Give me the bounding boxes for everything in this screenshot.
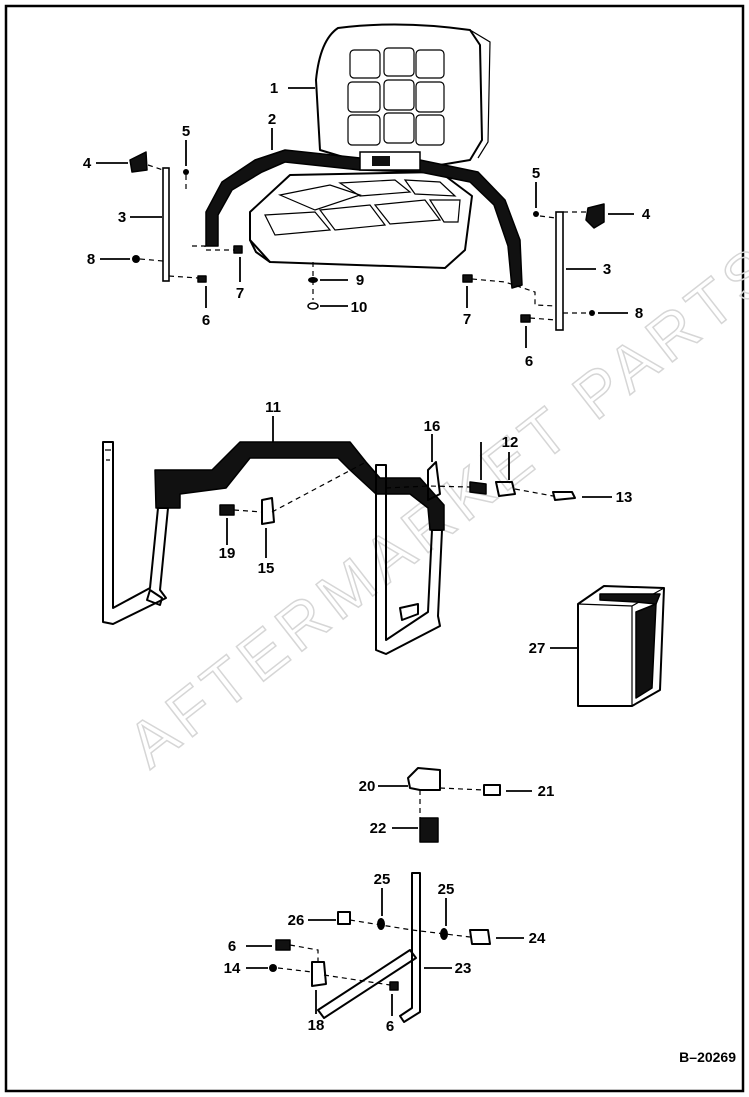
seat-bar-hardware — [219, 461, 576, 525]
box-part — [577, 585, 665, 707]
callout-1: 1 — [270, 80, 278, 97]
callout-22: 22 — [370, 820, 387, 837]
callout-18: 18 — [308, 1017, 325, 1034]
seat-bar — [102, 441, 445, 655]
seat-center-hardware — [307, 262, 319, 310]
callout-20: 20 — [359, 778, 376, 795]
callout-3-left: 3 — [118, 209, 126, 226]
callout-labels: 1 2 3 3 4 4 5 5 6 6 6 6 7 7 8 8 9 10 11 … — [83, 80, 651, 1035]
callout-24: 24 — [529, 930, 546, 947]
leader-lines — [96, 87, 634, 1016]
callout-21: 21 — [538, 783, 555, 800]
callout-6-lever: 6 — [228, 938, 236, 955]
callout-6-right: 6 — [525, 353, 533, 370]
callout-16: 16 — [424, 418, 441, 435]
left-seat-mount — [129, 151, 243, 283]
callout-8-right: 8 — [635, 305, 643, 322]
callout-6-left: 6 — [202, 312, 210, 329]
callout-25-left: 25 — [374, 871, 391, 888]
callout-6-bottom: 6 — [386, 1018, 394, 1035]
callout-5-left: 5 — [182, 123, 190, 140]
callout-2: 2 — [268, 111, 276, 128]
seat-assembly — [249, 23, 491, 269]
lever-assembly — [269, 767, 501, 1023]
figure-code: B–20269 — [679, 1049, 736, 1065]
callout-27: 27 — [529, 640, 546, 657]
callout-8-left: 8 — [87, 251, 95, 268]
callout-12: 12 — [502, 434, 519, 451]
callout-15: 15 — [258, 560, 275, 577]
callout-5-right: 5 — [532, 165, 540, 182]
callout-9: 9 — [356, 272, 364, 289]
callout-10: 10 — [351, 299, 368, 316]
callout-4-right: 4 — [642, 206, 651, 223]
callout-26: 26 — [288, 912, 305, 929]
callout-11: 11 — [265, 399, 281, 416]
seat-belt — [205, 149, 523, 289]
callout-7-left: 7 — [236, 285, 244, 302]
callout-7-right: 7 — [463, 311, 471, 328]
diagram-frame — [4, 4, 745, 1093]
callout-23: 23 — [455, 960, 472, 977]
callout-4-left: 4 — [83, 155, 92, 172]
callout-25-right: 25 — [438, 881, 455, 898]
callout-19: 19 — [219, 545, 236, 562]
right-seat-mount — [462, 203, 605, 331]
callout-3-right: 3 — [603, 261, 611, 278]
callout-13: 13 — [616, 489, 633, 506]
callout-14: 14 — [224, 960, 241, 977]
